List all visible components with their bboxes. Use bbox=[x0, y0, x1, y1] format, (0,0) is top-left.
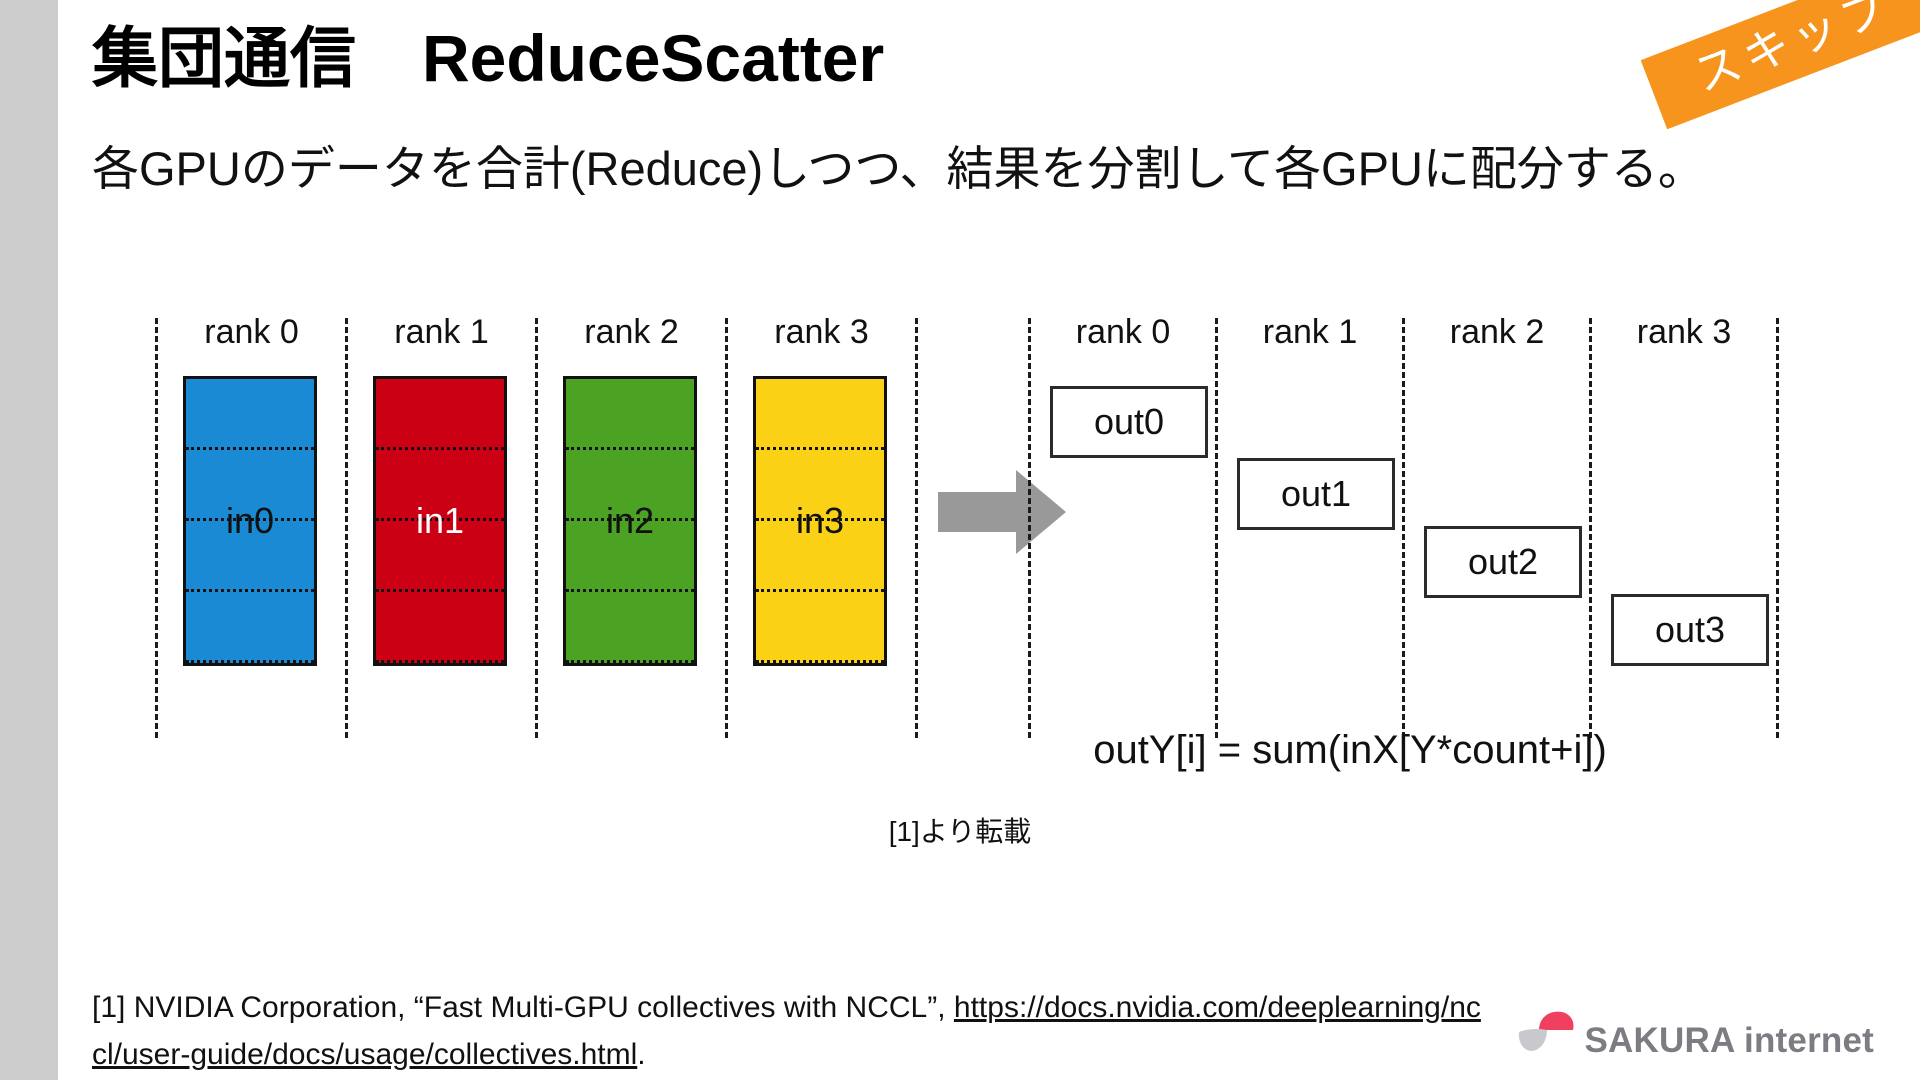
input-block-in3-segment bbox=[756, 379, 884, 450]
input-block-in0-segment bbox=[186, 450, 314, 521]
input-rank-label-1: rank 1 bbox=[394, 313, 489, 351]
output-box-out3-label: out3 bbox=[1654, 609, 1726, 650]
input-block-in1-label: in1 bbox=[415, 500, 465, 541]
input-block-in0-segment bbox=[186, 379, 314, 450]
output-box-out0-label: out0 bbox=[1093, 401, 1165, 442]
sakura-internet-wordmark: SAKURA internet bbox=[1584, 1021, 1874, 1060]
input-block-in0: in0 bbox=[183, 376, 317, 666]
formula-text: outY[i] = sum(inX[Y*count+i]) bbox=[1093, 728, 1607, 772]
input-rank-label-2: rank 2 bbox=[584, 313, 679, 351]
input-block-in1: in1 bbox=[373, 376, 507, 666]
output-group: rank 0 rank 1 rank 2 rank 3 out0 out1 ou… bbox=[1028, 313, 1779, 738]
left-accent-rail bbox=[0, 0, 58, 1080]
input-column-rank0: rank 0 bbox=[155, 313, 345, 738]
input-block-in1-segment bbox=[376, 521, 504, 592]
reference-suffix: . bbox=[637, 1037, 646, 1071]
output-column-rank0: rank 0 bbox=[1028, 313, 1215, 738]
page-subtitle: 各GPUのデータを合計(Reduce)しつつ、結果を分割して各GPUに配分する。 bbox=[92, 142, 1705, 195]
page-title: 集団通信 ReduceScatter bbox=[92, 21, 885, 95]
output-rank-label-1: rank 1 bbox=[1262, 313, 1358, 351]
input-block-in2-segment bbox=[566, 450, 694, 521]
input-rank-label-3: rank 3 bbox=[774, 313, 869, 351]
input-block-in0-segment bbox=[186, 521, 314, 592]
output-box-out0: out0 bbox=[1050, 386, 1208, 458]
input-block-in0-segment bbox=[186, 592, 314, 663]
input-block-in1-segment bbox=[376, 592, 504, 663]
input-block-in2-segment bbox=[566, 379, 694, 450]
input-block-in2-segment bbox=[566, 592, 694, 663]
sakura-internet-logo: SAKURA internet bbox=[1517, 1010, 1875, 1058]
figure-caption: [1]より転載 bbox=[888, 816, 1032, 847]
input-block-in3-segment bbox=[756, 450, 884, 521]
input-block-in1-segment bbox=[376, 450, 504, 521]
input-column-rank3: rank 3 bbox=[725, 313, 915, 738]
sakura-blossom-icon bbox=[1517, 1010, 1579, 1056]
skip-ribbon[interactable]: スキップ bbox=[1634, 0, 1920, 150]
output-box-out1: out1 bbox=[1237, 458, 1395, 530]
output-rank-label-0: rank 0 bbox=[1075, 313, 1171, 351]
input-block-in3: in3 bbox=[753, 376, 887, 666]
input-block-in3-segment bbox=[756, 592, 884, 663]
input-block-in2-label: in2 bbox=[605, 500, 655, 541]
reference-block: [1] NVIDIA Corporation, “Fast Multi-GPU … bbox=[92, 985, 1492, 1078]
output-group-end-divider bbox=[1776, 318, 1779, 738]
output-rank-label-2: rank 2 bbox=[1449, 313, 1545, 351]
output-column-rank3: rank 3 bbox=[1589, 313, 1776, 738]
output-box-out2-label: out2 bbox=[1467, 541, 1539, 582]
input-group-end-divider bbox=[915, 318, 918, 738]
output-box-out2: out2 bbox=[1424, 526, 1582, 598]
input-block-in1-segment bbox=[376, 379, 504, 450]
input-block-in3-segment bbox=[756, 521, 884, 592]
input-rank-label-0: rank 0 bbox=[204, 313, 299, 351]
output-rank-label-3: rank 3 bbox=[1636, 313, 1732, 351]
output-box-out3: out3 bbox=[1611, 594, 1769, 666]
input-group: rank 0 rank 1 rank 2 rank 3 in0 bbox=[155, 313, 918, 738]
skip-ribbon-label: スキップ bbox=[1686, 0, 1901, 103]
reference-prefix: [1] NVIDIA Corporation, “Fast Multi-GPU … bbox=[92, 991, 954, 1024]
input-block-in2-segment bbox=[566, 521, 694, 592]
skip-ribbon-banner[interactable]: スキップ bbox=[1640, 0, 1920, 130]
input-block-in3-label: in3 bbox=[795, 500, 845, 541]
input-column-rank1: rank 1 bbox=[345, 313, 535, 738]
output-column-rank1: rank 1 bbox=[1215, 313, 1402, 738]
output-column-rank2: rank 2 bbox=[1402, 313, 1589, 738]
reference-link[interactable]: https://docs.nvidia.com/deeplearning/ncc… bbox=[92, 991, 1481, 1071]
reducescatter-diagram: rank 0 rank 1 rank 2 rank 3 in0 bbox=[58, 300, 1858, 770]
input-block-in2: in2 bbox=[563, 376, 697, 666]
input-block-in0-label: in0 bbox=[225, 500, 275, 541]
input-column-rank2: rank 2 bbox=[535, 313, 725, 738]
reduce-arrow-icon bbox=[938, 468, 1066, 556]
output-box-out1-label: out1 bbox=[1280, 473, 1352, 514]
